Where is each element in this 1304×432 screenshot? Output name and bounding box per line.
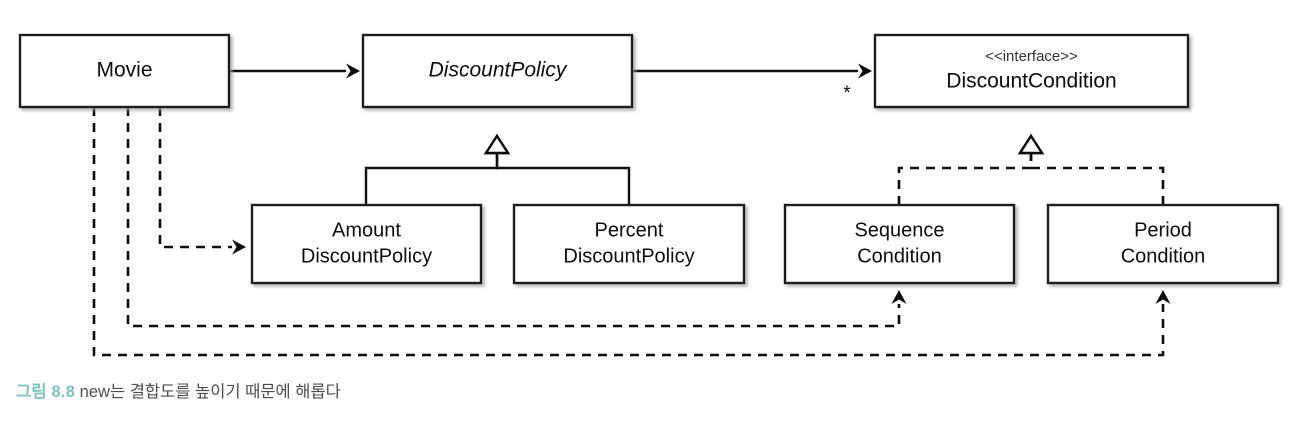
class-name-label: DiscountCondition — [946, 70, 1116, 93]
class-name-label-line-1: Amount — [332, 219, 401, 241]
class-name-label-line-2: DiscountPolicy — [563, 245, 694, 267]
class-box-frame — [361, 33, 634, 109]
class-name-label-line-2: DiscountPolicy — [301, 245, 432, 267]
edge-line — [495, 153, 631, 205]
edge-discountpolicy-to-discountcondition — [632, 63, 872, 79]
edges-layer — [92, 63, 1171, 357]
edge-sequence-realization — [897, 133, 1045, 205]
class-box-frame — [18, 33, 231, 109]
class-name-label-line-1: Sequence — [854, 219, 944, 241]
arrowhead — [232, 239, 246, 255]
class-name-label: Movie — [96, 59, 152, 82]
class-box-frame — [873, 33, 1190, 109]
generalization-arrowhead — [483, 133, 511, 155]
edge-movie-to-discountpolicy — [229, 63, 360, 79]
edge-percent-generalization — [483, 133, 631, 205]
edge-line — [897, 153, 1033, 205]
edge-line — [126, 107, 901, 328]
edge-labels-layer: * — [843, 83, 851, 104]
class-box-discount-condition[interactable]: <<interface>> DiscountCondition — [873, 33, 1190, 109]
edge-line — [158, 107, 232, 249]
arrowhead — [346, 63, 360, 79]
figure-caption-number: 그림 8.8 — [16, 383, 76, 401]
arrowhead — [1155, 290, 1171, 304]
class-name-label-line-2: Condition — [857, 245, 942, 267]
class-box-frame — [783, 203, 1016, 285]
class-name-label-line-2: Condition — [1121, 245, 1206, 267]
figure-caption-text: new는 결합도를 높이기 때문에 해롭다 — [75, 383, 341, 401]
class-box-discount-policy[interactable]: DiscountPolicy — [361, 33, 634, 109]
edge-line — [1029, 153, 1165, 205]
edge-movie-creates-period — [92, 107, 1171, 357]
class-name-label-line-1: Percent — [595, 219, 664, 241]
multiplicity-label: * — [843, 83, 851, 104]
arrowhead — [891, 290, 907, 304]
figure-caption: 그림 8.8 new는 결합도를 높이기 때문에 해롭다 — [16, 381, 341, 403]
edge-period-realization — [1017, 133, 1165, 205]
class-box-frame — [250, 203, 483, 285]
stereotype-label: <<interface>> — [985, 48, 1078, 65]
edge-movie-creates-amount — [158, 107, 246, 255]
edge-amount-generalization — [364, 133, 511, 205]
arrowhead — [858, 63, 872, 79]
class-name-label-line-1: Period — [1134, 219, 1192, 241]
class-box-frame — [1046, 203, 1280, 285]
edge-line — [364, 153, 499, 205]
class-name-label: DiscountPolicy — [429, 59, 568, 82]
class-box-frame — [512, 203, 746, 285]
generalization-arrowhead — [1017, 133, 1045, 155]
edge-movie-creates-sequence — [126, 107, 907, 328]
class-box-movie[interactable]: Movie — [18, 33, 231, 109]
